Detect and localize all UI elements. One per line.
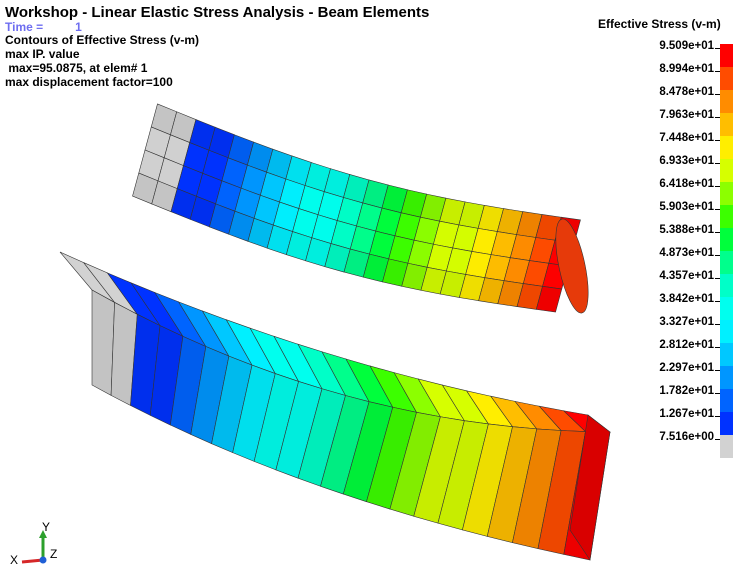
legend-value: 7.963e+01	[573, 109, 723, 121]
beam-top-cylinder-band	[535, 285, 563, 313]
legend-swatch	[720, 159, 733, 182]
legend-value: 1.267e+01	[573, 408, 723, 420]
legend-swatch	[720, 182, 733, 205]
legend-swatch	[720, 251, 733, 274]
legend-swatch	[720, 297, 733, 320]
legend-swatch	[720, 274, 733, 297]
info-line-max-value: max=95.0875, at elem# 1	[5, 61, 148, 75]
legend-value: 5.903e+01	[573, 201, 723, 213]
y-axis-arrowhead	[39, 530, 47, 538]
legend-value: 5.388e+01	[573, 224, 723, 236]
time-label: Time =	[5, 20, 44, 34]
legend-value: 1.782e+01	[573, 385, 723, 397]
legend-swatch	[720, 136, 733, 159]
beam-top-end-cap	[555, 218, 589, 314]
legend-swatch	[720, 113, 733, 136]
legend-swatch	[720, 389, 733, 412]
legend-swatch	[720, 90, 733, 113]
beam-bottom-end-cap	[569, 414, 611, 561]
legend-value: 2.297e+01	[573, 362, 723, 374]
legend-swatch	[720, 228, 733, 251]
y-axis-label: Y	[42, 522, 50, 534]
time-readout: Time = 1	[5, 21, 429, 33]
info-line-displacement-factor: max displacement factor=100	[5, 75, 173, 89]
z-axis-label: Z	[50, 547, 57, 561]
legend-swatch	[720, 205, 733, 228]
legend-value: 4.873e+01	[573, 247, 723, 259]
legend-swatch	[720, 366, 733, 389]
legend-value: 6.418e+01	[573, 178, 723, 190]
plot-title: Workshop - Linear Elastic Stress Analysi…	[5, 4, 430, 21]
legend-swatch	[720, 44, 733, 67]
x-axis-arrow	[21, 558, 44, 564]
z-axis-dot	[39, 556, 47, 564]
x-axis-label: X	[10, 553, 18, 566]
legend-value: 8.478e+01	[573, 86, 723, 98]
legend-value: 7.448e+01	[573, 132, 723, 144]
legend-value: 9.509e+01	[573, 40, 723, 52]
time-value: 1	[75, 20, 82, 34]
header-block: Workshop - Linear Elastic Stress Analysi…	[5, 4, 429, 89]
legend-value: 6.933e+01	[573, 155, 723, 167]
legend-title: Effective Stress (v-m)	[598, 17, 721, 31]
legend-value: 3.327e+01	[573, 316, 723, 328]
legend-value: 3.842e+01	[573, 293, 723, 305]
info-line-max-ip: max IP. value	[5, 47, 80, 61]
axis-triad: Y X Z	[10, 522, 57, 566]
legend-value: 4.357e+01	[573, 270, 723, 282]
info-line-contours: Contours of Effective Stress (v-m)	[5, 33, 200, 47]
legend-swatch	[720, 435, 733, 458]
legend-swatch	[720, 343, 733, 366]
legend-swatch	[720, 412, 733, 435]
legend-swatch	[720, 320, 733, 343]
beam-bottom-side-face-band	[91, 289, 115, 396]
legend-value: 8.994e+01	[573, 63, 723, 75]
legend-value: 2.812e+01	[573, 339, 723, 351]
legend-swatch	[720, 67, 733, 90]
legend-value: 7.516e+00	[573, 431, 723, 443]
